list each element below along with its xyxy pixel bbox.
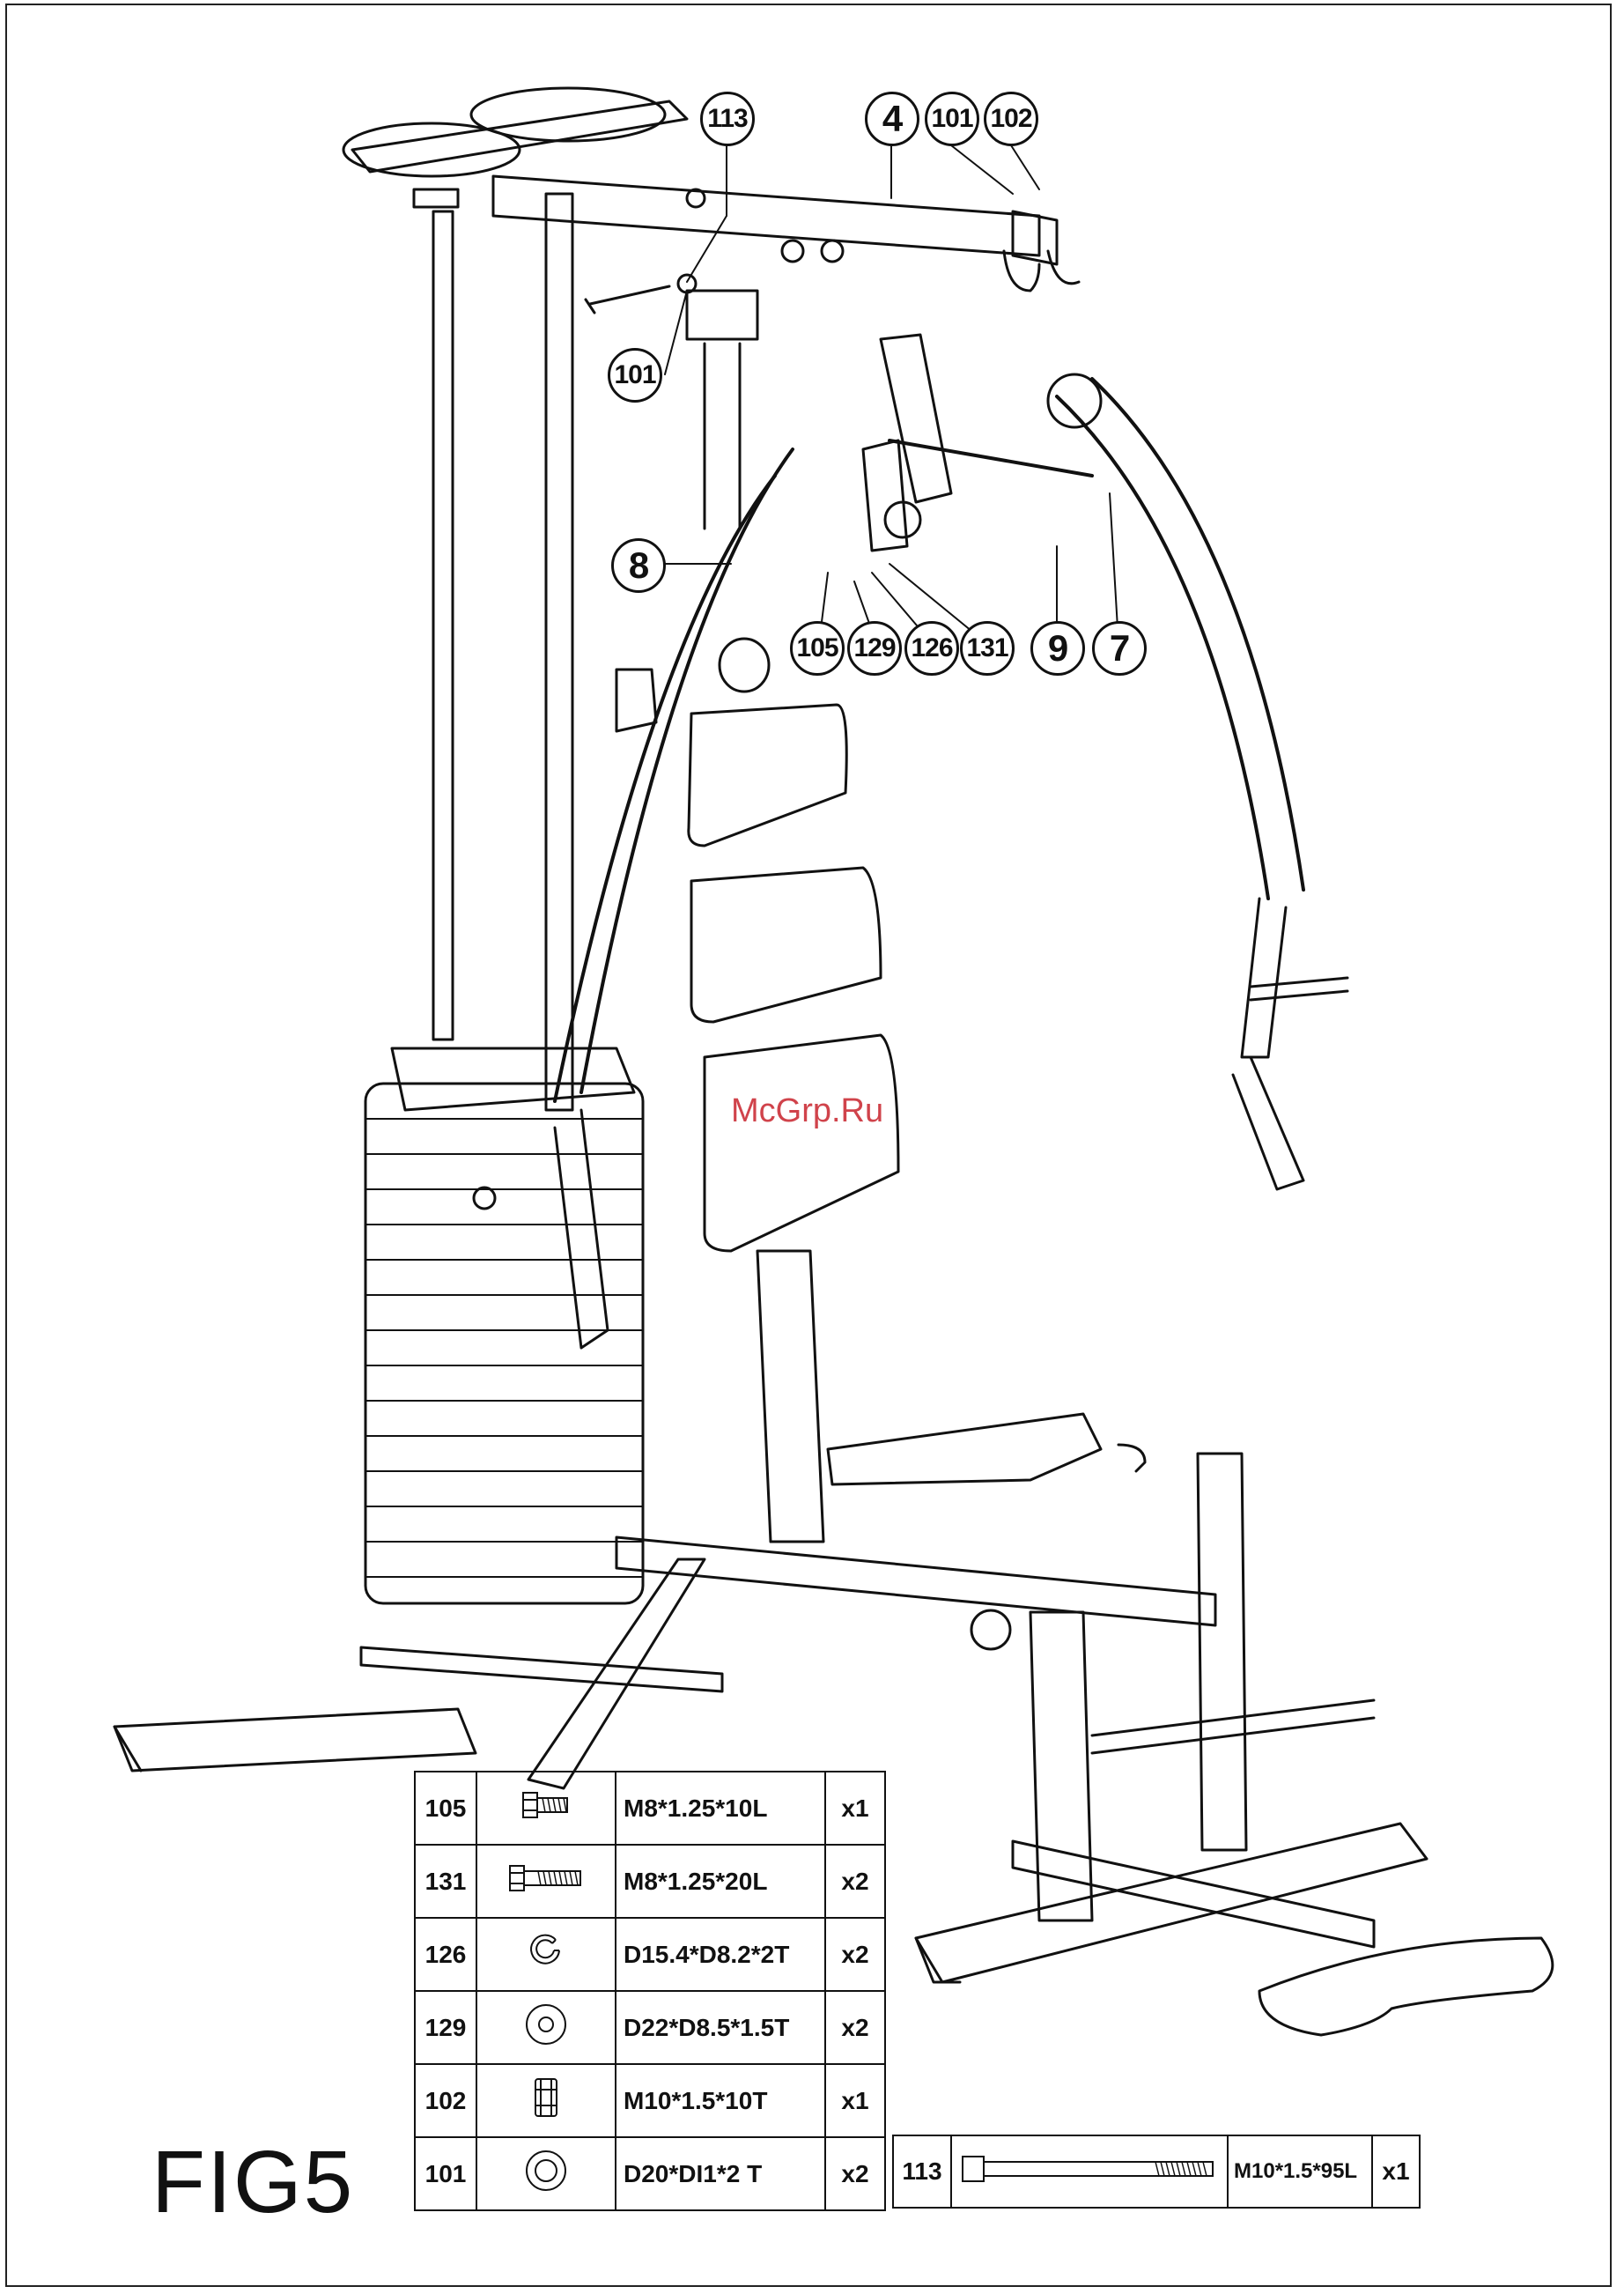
bolt-113-table: 113 M10*1.5*95L x1 <box>892 2135 1421 2209</box>
guide-tower <box>433 194 757 1110</box>
callout-4: 4 <box>865 92 919 146</box>
part-spec: D22*D8.5*1.5T <box>616 1991 825 2064</box>
callout-126: 126 <box>904 621 959 676</box>
callout-113: 113 <box>700 92 755 146</box>
part-number: 102 <box>415 2064 476 2137</box>
callout-105: 105 <box>790 621 845 676</box>
part-qty: x1 <box>825 2064 885 2137</box>
callout-102: 102 <box>984 92 1038 146</box>
backrest-pads <box>689 639 898 1251</box>
press-arm-7 <box>1048 374 1303 1189</box>
part-spec: M8*1.25*20L <box>616 1845 825 1918</box>
flat-washer-icon <box>476 1991 616 2064</box>
pivot-bracket-9 <box>863 335 1092 551</box>
seat-assembly <box>757 1251 1145 1542</box>
bolt-113 <box>586 275 696 313</box>
part-number: 113 <box>893 2135 951 2208</box>
figure-label: FIG5 <box>151 2132 354 2233</box>
part-qty: x2 <box>825 2137 885 2210</box>
part-number: 129 <box>415 1991 476 2064</box>
table-row: 113 M10*1.5*95L x1 <box>893 2135 1420 2208</box>
long-bolt-icon <box>951 2135 1228 2208</box>
part-spec: M8*1.25*10L <box>616 1772 825 1845</box>
split-washer-icon <box>476 1918 616 1991</box>
part-number: 105 <box>415 1772 476 1845</box>
part-number: 131 <box>415 1845 476 1918</box>
callout-8: 8 <box>611 538 666 593</box>
callout-9: 9 <box>1030 621 1085 676</box>
part-qty: x2 <box>825 1845 885 1918</box>
washer-icon <box>476 2137 616 2210</box>
part-qty: x2 <box>825 1991 885 2064</box>
press-arm-8 <box>555 449 793 1348</box>
watermark: McGrp.Ru <box>731 1092 883 1130</box>
foot-plate <box>1259 1938 1553 2035</box>
hex-bolt-icon <box>476 1845 616 1918</box>
part-spec: D15.4*D8.2*2T <box>616 1918 825 1991</box>
part-number: 101 <box>415 2137 476 2210</box>
callout-101-left: 101 <box>608 348 662 403</box>
leg-developer <box>1092 978 1374 1850</box>
callout-7: 7 <box>1092 621 1147 676</box>
callout-101-top: 101 <box>925 92 979 146</box>
short-hex-bolt-icon <box>476 1772 616 1845</box>
part-spec: M10*1.5*10T <box>616 2064 825 2137</box>
part-spec: M10*1.5*95L <box>1228 2135 1372 2208</box>
weight-stack <box>365 1048 643 1603</box>
part-qty: x1 <box>825 1772 885 1845</box>
part-qty: x2 <box>825 1918 885 1991</box>
hex-nut-icon <box>476 2064 616 2137</box>
part-qty: x1 <box>1372 2135 1420 2208</box>
part-spec: D20*DI1*2 T <box>616 2137 825 2210</box>
callout-129: 129 <box>847 621 902 676</box>
callout-131: 131 <box>960 621 1015 676</box>
top-beam-4 <box>493 176 1079 291</box>
part-number: 126 <box>415 1918 476 1991</box>
top-pulley-assembly <box>343 88 687 207</box>
